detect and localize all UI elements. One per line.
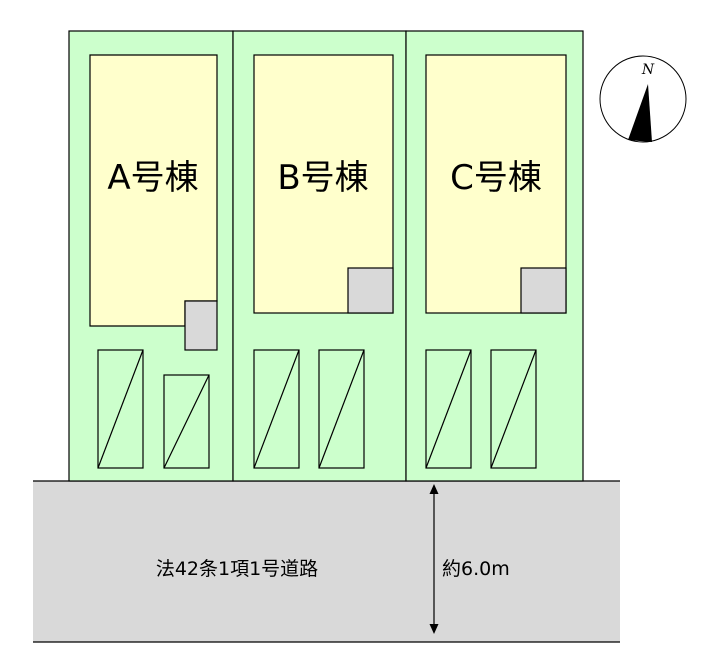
compass-icon: N (599, 55, 687, 143)
lot-b-parking-space (318, 349, 365, 469)
lot-c-parking-space (425, 349, 472, 469)
road-width-label: 約6.0m (442, 558, 510, 580)
road-width-dimension (429, 484, 439, 634)
lot-a-parking-space (97, 349, 144, 469)
lot-b-label: B号棟 (277, 158, 368, 198)
lot-c-label: C号棟 (450, 158, 542, 198)
road (33, 481, 620, 642)
lot-c: C号棟 (405, 30, 584, 482)
lot-a-annex (184, 300, 218, 351)
lot-b-annex (347, 267, 394, 314)
north-label: N (641, 62, 655, 78)
lot-a: A号棟 (68, 30, 234, 482)
lot-c-parking-space (490, 349, 537, 469)
lot-a-label: A号棟 (107, 158, 198, 198)
north-arrow-icon (628, 84, 652, 142)
lot-b-parking-space (253, 349, 300, 469)
arrow-down-icon (429, 624, 439, 634)
lot-b: B号棟 (232, 30, 407, 482)
lot-a-parking-space (163, 374, 210, 469)
arrow-up-icon (429, 484, 439, 494)
road-label: 法42条1項1号道路 (156, 558, 318, 580)
lot-c-annex (520, 267, 567, 314)
